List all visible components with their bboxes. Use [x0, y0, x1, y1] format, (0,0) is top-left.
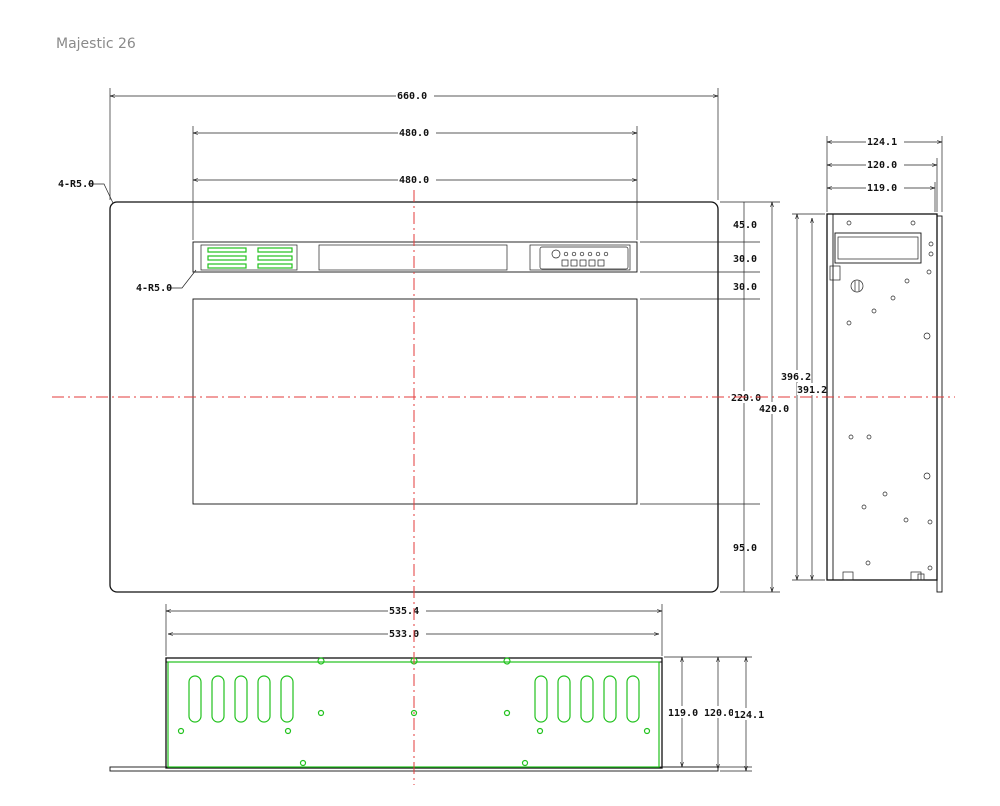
leader-inner-radius: 4-R5.0 — [136, 269, 197, 294]
button-panel — [539, 246, 629, 270]
side-top-panel — [834, 232, 922, 264]
vent-grille-green — [207, 247, 293, 269]
control-left-box — [200, 244, 298, 271]
side-dim-120: 120.0 — [867, 160, 897, 171]
top-holes — [177, 657, 651, 767]
top-view: 535.4 533.0 119.0 120.0 124.1 — [109, 604, 765, 772]
leader-outer-radius: 4-R5.0 — [58, 179, 114, 204]
side-dim-119: 119.0 — [867, 183, 897, 194]
display-slot — [318, 244, 508, 271]
dim-480-a: 480.0 — [399, 128, 429, 139]
dim-45: 45.0 — [733, 220, 757, 231]
dim-480-b: 480.0 — [399, 175, 429, 186]
dimension-overall-width: 660.0 — [109, 88, 719, 200]
side-mount-holes — [846, 220, 934, 571]
top-vents-right — [534, 675, 640, 723]
side-dim-391-2: 391.2 — [797, 385, 827, 396]
dimension-opening-width-2: 480.0 — [193, 173, 637, 186]
figure-caption: Majestic 26 — [56, 36, 136, 52]
dimension-opening-width-1: 480.0 — [192, 126, 638, 240]
top-dim-535-4: 535.4 — [389, 606, 419, 617]
top-dim-124-1: 124.1 — [734, 710, 764, 721]
top-vents-left — [188, 675, 294, 723]
label-outer-radius: 4-R5.0 — [58, 179, 94, 190]
top-dim-120: 120.0 — [704, 708, 734, 719]
side-dim-396-2: 396.2 — [781, 372, 811, 383]
dim-220: 220.0 — [731, 393, 761, 404]
dim-30-b: 30.0 — [733, 282, 757, 293]
top-dim-119: 119.0 — [668, 708, 698, 719]
control-right-box — [529, 244, 631, 271]
glass-window — [192, 298, 638, 505]
dim-95: 95.0 — [733, 543, 757, 554]
side-view: 124.1 120.0 119.0 396.2 391.2 — [780, 135, 943, 593]
label-inner-radius: 4-R5.0 — [136, 283, 172, 294]
dim-420: 420.0 — [759, 404, 789, 415]
control-strip — [192, 241, 638, 273]
front-view: 660.0 480.0 480.0 4-R5.0 4-R5.0 — [58, 88, 789, 593]
dim-660: 660.0 — [397, 91, 427, 102]
dim-30-a: 30.0 — [733, 254, 757, 265]
side-dim-124-1: 124.1 — [867, 137, 897, 148]
top-dim-533: 533.0 — [389, 629, 419, 640]
